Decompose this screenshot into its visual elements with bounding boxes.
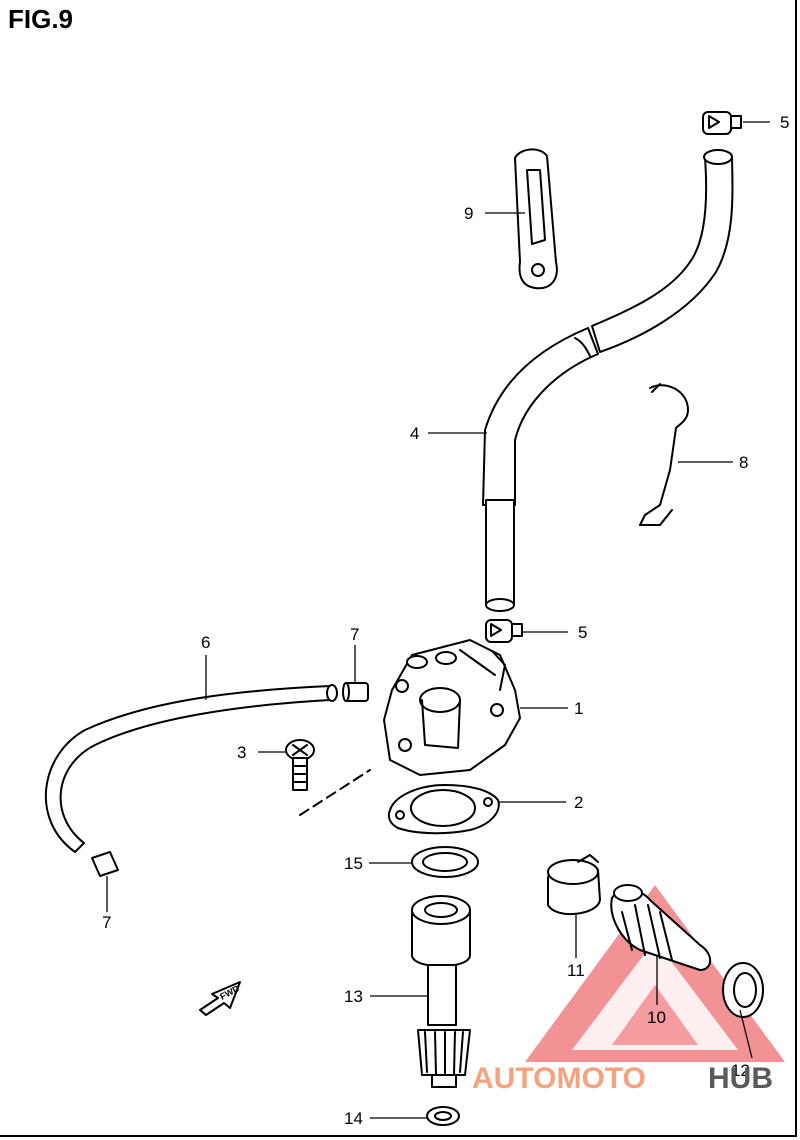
watermark-text-1: AUTOMOTO xyxy=(472,1062,646,1095)
callout-14: 14 xyxy=(344,1109,363,1128)
callout-1: 1 xyxy=(574,699,583,718)
wire-clip-8 xyxy=(639,383,689,526)
callout-3: 3 xyxy=(237,743,246,762)
hose-4 xyxy=(482,149,734,612)
callout-13: 13 xyxy=(344,987,363,1006)
clamp-5-middle xyxy=(485,619,523,643)
fwd-arrow-icon: FWD xyxy=(199,981,241,1016)
callout-5-middle: 5 xyxy=(578,623,587,642)
callout-12: 12 xyxy=(731,1061,750,1080)
callout-7-top: 7 xyxy=(350,625,359,644)
screw-3 xyxy=(285,739,371,816)
callout-11: 11 xyxy=(567,961,585,980)
leader-lines xyxy=(106,121,770,1119)
callout-8: 8 xyxy=(739,453,748,472)
gasket-2 xyxy=(387,784,500,835)
bracket-9 xyxy=(514,148,558,290)
callout-7-bottom: 7 xyxy=(102,913,111,932)
sleeve-11 xyxy=(547,854,601,916)
washer-14 xyxy=(426,1106,460,1126)
callout-6: 6 xyxy=(201,633,210,652)
pump-body-1 xyxy=(383,639,521,776)
figure-title: FIG.9 xyxy=(8,4,74,34)
callout-15: 15 xyxy=(344,854,363,873)
callout-5-top: 5 xyxy=(780,113,789,132)
tube-6 xyxy=(44,684,338,853)
driven-gear-10 xyxy=(610,884,712,971)
callout-2: 2 xyxy=(574,793,583,812)
cap-7-bottom xyxy=(91,851,119,877)
callout-4: 4 xyxy=(410,424,419,443)
washer-15 xyxy=(411,846,479,878)
callout-10: 10 xyxy=(647,1008,666,1027)
clamp-5-top xyxy=(702,111,742,135)
watermark-logo xyxy=(525,885,785,1062)
watermark-text-2: HUB xyxy=(708,1062,773,1095)
cap-7-top xyxy=(342,682,369,702)
callout-9: 9 xyxy=(464,204,473,223)
oil-seal-12 xyxy=(722,962,764,1018)
drive-shaft-13 xyxy=(411,895,471,1088)
